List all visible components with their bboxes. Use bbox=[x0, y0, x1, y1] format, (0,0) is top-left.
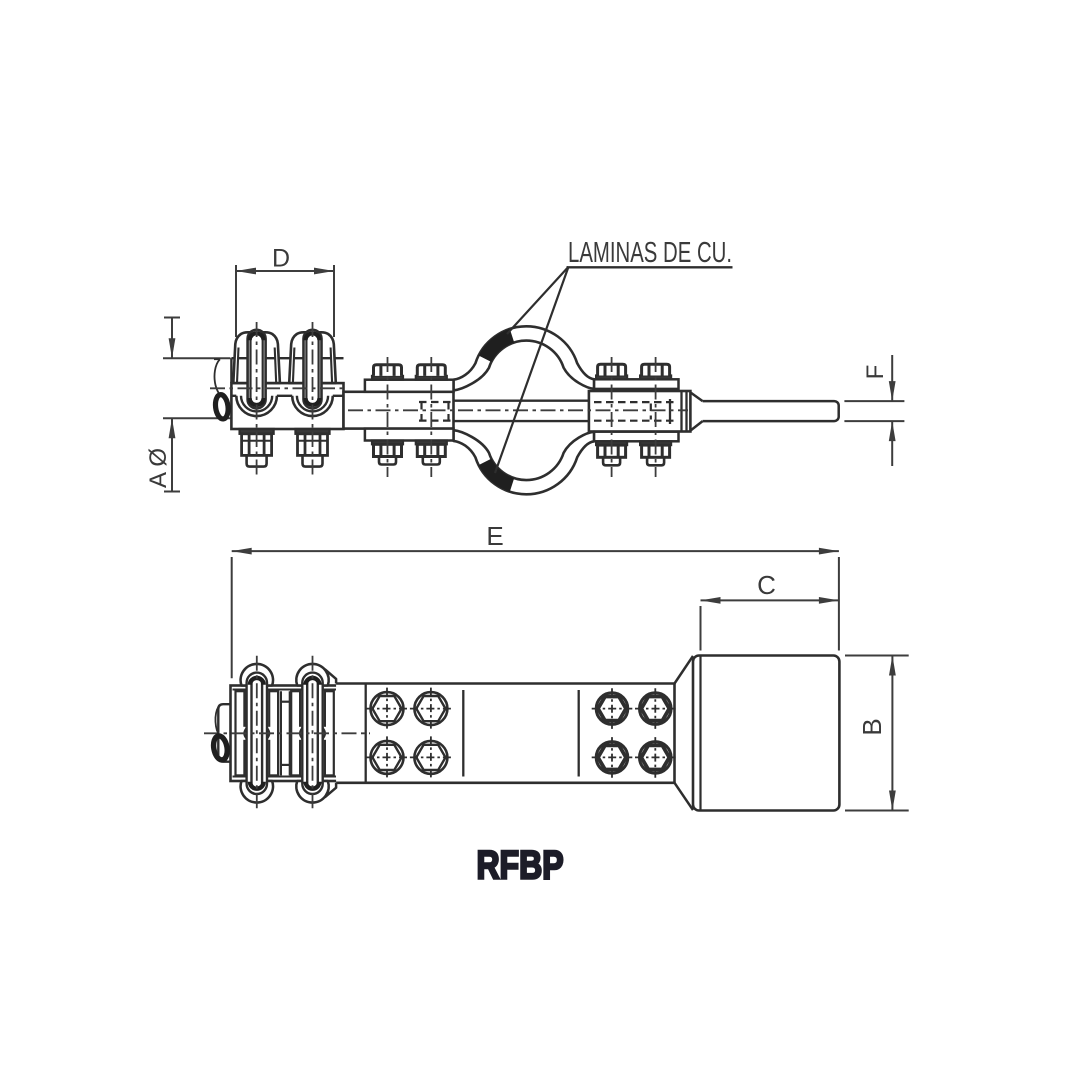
svg-text:B: B bbox=[857, 718, 887, 735]
svg-text:LAMINAS DE CU.: LAMINAS DE CU. bbox=[568, 237, 732, 269]
svg-text:F: F bbox=[862, 365, 889, 380]
svg-text:A Ø: A Ø bbox=[145, 448, 172, 488]
svg-text:E: E bbox=[486, 521, 503, 551]
svg-text:D: D bbox=[272, 245, 290, 273]
svg-text:RFBP: RFBP bbox=[476, 842, 563, 887]
svg-text:C: C bbox=[757, 570, 776, 600]
